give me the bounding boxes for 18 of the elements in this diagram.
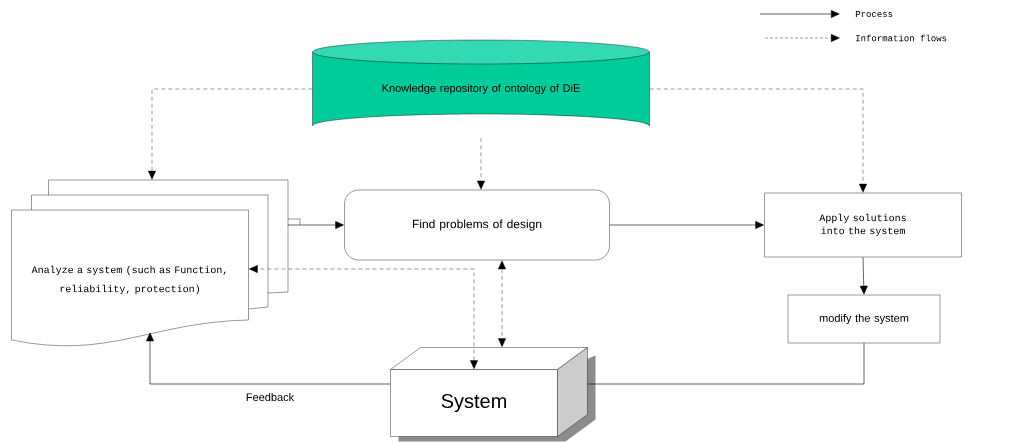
arrow — [146, 332, 391, 385]
legend-label: Information flows — [856, 34, 947, 42]
process-box: Find problems of design — [344, 189, 610, 261]
arrow — [148, 88, 313, 180]
arrow — [287, 221, 344, 229]
arrow — [609, 221, 764, 229]
database-cylinder: Knowledge repository of ontology of DiE — [312, 39, 650, 127]
document-stack: Analyze a system (such as Function, reliability, protection) — [11, 179, 301, 346]
arrow — [649, 88, 867, 193]
arrow — [477, 138, 485, 190]
arrow — [498, 260, 506, 347]
arrow — [859, 256, 868, 295]
legend-label: Process — [855, 11, 893, 17]
edge-label: Feedback — [244, 391, 296, 403]
system-block: System — [390, 347, 596, 442]
arrow — [249, 265, 478, 369]
process-box: modify the system — [787, 294, 941, 344]
process-box: Apply solutions into the system — [764, 192, 962, 258]
